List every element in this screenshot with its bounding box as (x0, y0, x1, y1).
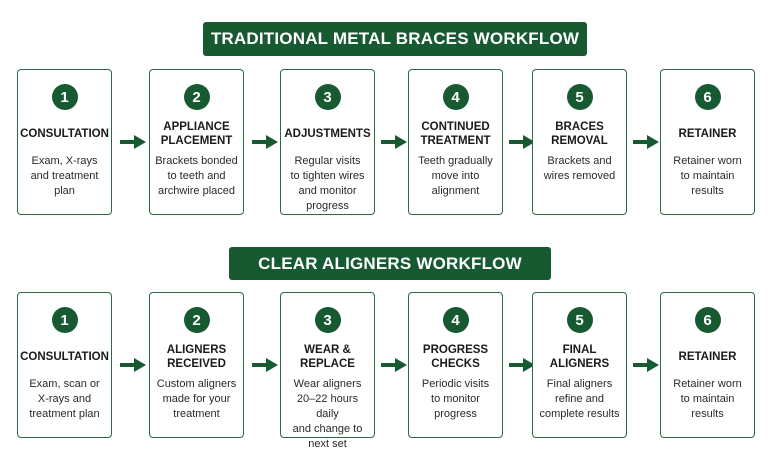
arrow-right-icon (120, 358, 146, 372)
step-number-badge: 2 (183, 307, 210, 333)
step-description: Retainer worn to maintain results (673, 378, 742, 420)
step-description: Brackets and wires removed (543, 155, 616, 182)
step-title: CONSULTATION (20, 128, 109, 140)
step-number-badge: 6 (694, 84, 721, 110)
step-title: ADJUSTMENTS (284, 128, 371, 140)
step-description: Final aligners refine and complete resul… (539, 378, 620, 420)
step-title: APPLIANCE PLACEMENT (160, 121, 233, 147)
step-description: Periodic visits to monitor progress (421, 378, 490, 420)
step-title: RETAINER (678, 351, 737, 363)
step-description: Retainer worn to maintain results (673, 155, 742, 197)
step-description: Regular visits to tighten wires and moni… (290, 155, 365, 212)
step-title: RETAINER (678, 128, 737, 140)
step-description: Wear aligners 20–22 hours daily and chan… (292, 378, 363, 450)
arrow-right-icon (509, 135, 535, 149)
step-number-badge: 6 (694, 307, 721, 333)
workflow-banner-clear-aligners: CLEAR ALIGNERS WORKFLOW (229, 247, 551, 280)
step-description: Exam, scan or X-rays and treatment plan (29, 378, 100, 420)
step-description: Teeth gradually move into alignment (418, 155, 493, 197)
step-description: Brackets bonded to teeth and archwire pl… (155, 155, 238, 197)
step-title: PROGRESS CHECKS (422, 344, 489, 370)
arrow-right-icon (381, 358, 407, 372)
step-title: WEAR & REPLACE (300, 344, 355, 370)
step-number-badge: 5 (566, 84, 593, 110)
step-title: CONSULTATION (20, 351, 109, 363)
step-title: CONTINUED TREATMENT (420, 121, 491, 147)
step-number-badge: 3 (314, 307, 341, 333)
arrow-right-icon (509, 358, 535, 372)
arrow-right-icon (633, 358, 659, 372)
step-description: Exam, X-rays and treatment plan (30, 155, 99, 197)
step-number-badge: 5 (566, 307, 593, 333)
step-number-badge: 4 (442, 307, 469, 333)
step-number-badge: 4 (442, 84, 469, 110)
step-title: FINAL ALIGNERS (549, 344, 610, 370)
arrow-right-icon (252, 135, 278, 149)
step-title: ALIGNERS RECEIVED (166, 344, 227, 370)
arrow-right-icon (120, 135, 146, 149)
step-number-badge: 1 (51, 84, 78, 110)
step-number-badge: 2 (183, 84, 210, 110)
step-number-badge: 3 (314, 84, 341, 110)
workflow-banner-traditional: TRADITIONAL METAL BRACES WORKFLOW (203, 22, 587, 56)
arrow-right-icon (381, 135, 407, 149)
arrow-right-icon (633, 135, 659, 149)
arrow-right-icon (252, 358, 278, 372)
step-title: BRACES REMOVAL (551, 121, 608, 147)
step-description: Custom aligners made for your treatment (156, 378, 237, 420)
step-number-badge: 1 (51, 307, 78, 333)
